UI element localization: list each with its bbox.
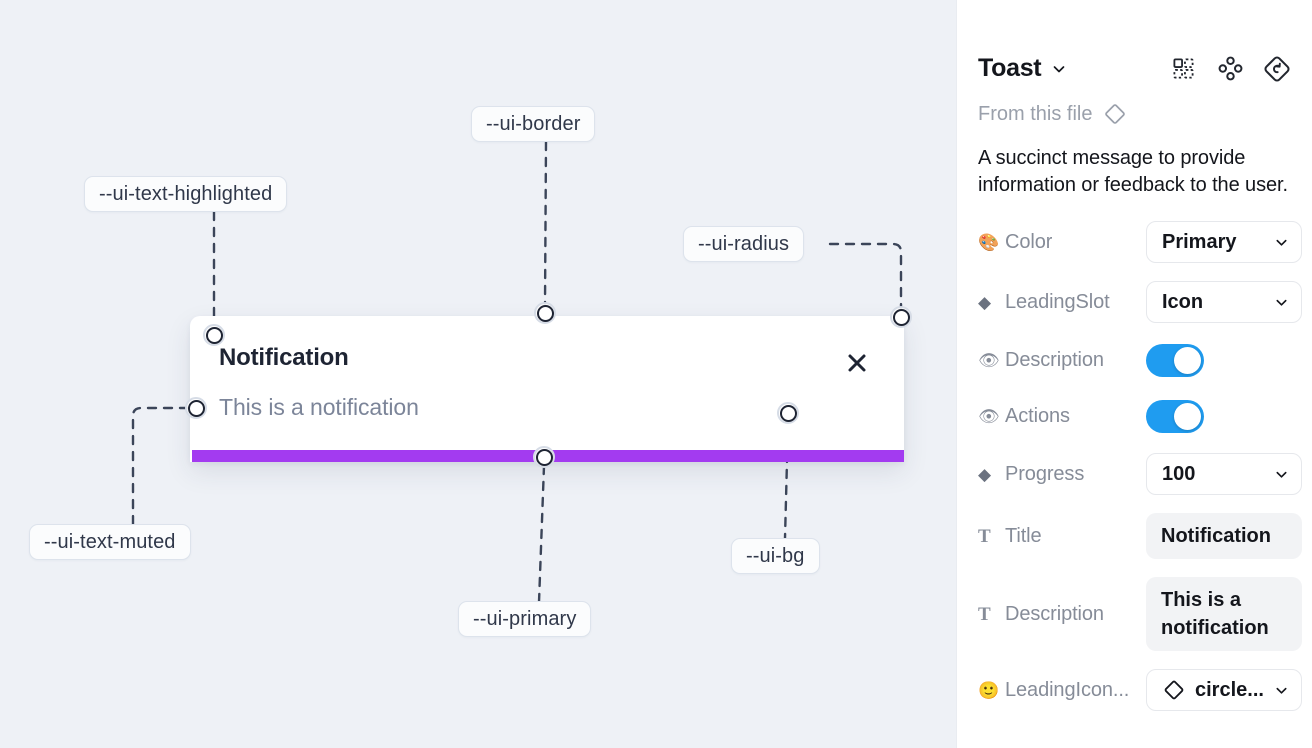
line-ui-radius xyxy=(828,242,903,311)
progress-select-value: 100 xyxy=(1162,462,1196,485)
prop-row-progress: ◆ Progress 100 xyxy=(978,453,1302,495)
leadingslot-select[interactable]: Icon xyxy=(1146,281,1302,323)
prop-control-actions-toggle xyxy=(1146,399,1302,433)
panel-header-icons xyxy=(1170,55,1290,82)
chevron-down-icon xyxy=(1274,235,1289,250)
toast-component-preview[interactable]: Notification This is a notification xyxy=(190,316,904,462)
eye-icon: 👁 xyxy=(978,350,1000,370)
toast-inner: Notification This is a notification xyxy=(190,316,904,462)
prop-row-description-text: T Description This is a notification xyxy=(978,577,1302,651)
toggle-knob xyxy=(1174,346,1201,374)
prop-label-description-text: T Description xyxy=(978,603,1146,626)
prop-label-text: Title xyxy=(1005,524,1042,547)
title-input[interactable]: Notification xyxy=(1146,513,1302,559)
color-select-value: Primary xyxy=(1162,230,1237,253)
prop-control-leadingslot: Icon xyxy=(1146,281,1302,323)
actions-toggle[interactable] xyxy=(1146,399,1204,433)
anchor-dot-ui-text-highlighted[interactable] xyxy=(203,324,225,346)
description-input[interactable]: This is a notification xyxy=(1146,577,1302,651)
prop-row-leadingicon: 🙂 LeadingIcon... circle... xyxy=(978,669,1302,711)
line-ui-text-muted xyxy=(131,406,190,526)
prop-label-text: Color xyxy=(1005,230,1053,253)
chevron-down-icon xyxy=(1274,683,1289,698)
prop-label-actions-visibility: 👁 Actions xyxy=(978,405,1146,428)
leadingslot-select-value: Icon xyxy=(1162,290,1204,313)
chevron-down-icon xyxy=(1274,467,1289,482)
chevron-down-icon[interactable] xyxy=(1051,61,1067,77)
diamond-outline-icon xyxy=(1103,102,1127,126)
toast-title: Notification xyxy=(219,344,349,371)
line-ui-border xyxy=(543,140,548,307)
token-pill-ui-primary[interactable]: --ui-primary xyxy=(458,601,592,637)
prop-label-text: Progress xyxy=(1005,462,1085,485)
close-x-icon[interactable] xyxy=(844,350,870,376)
leadingicon-select-value: circle... xyxy=(1195,678,1264,701)
prop-control-title: Notification xyxy=(1146,513,1302,559)
anchor-dot-ui-radius[interactable] xyxy=(890,306,912,328)
diamond-outline-icon xyxy=(1162,678,1186,702)
line-ui-primary xyxy=(537,464,546,604)
prop-row-color: 🎨 Color Primary xyxy=(978,221,1302,263)
progress-select[interactable]: 100 xyxy=(1146,453,1302,495)
prop-row-description-toggle: 👁 Description xyxy=(978,341,1293,379)
leadingicon-select[interactable]: circle... xyxy=(1146,669,1302,711)
from-this-file-label: From this file xyxy=(978,102,1093,125)
text-icon: T xyxy=(978,525,991,547)
prop-row-leadingslot: ◆ LeadingSlot Icon xyxy=(978,281,1302,323)
prop-label-color: 🎨 Color xyxy=(978,231,1146,254)
anchor-dot-ui-bg[interactable] xyxy=(777,402,799,424)
prop-label-leadingslot: ◆ LeadingSlot xyxy=(978,291,1146,314)
text-icon: T xyxy=(978,603,991,625)
prop-label-text: LeadingSlot xyxy=(1005,290,1110,313)
properties-panel: Toast xyxy=(956,0,1312,748)
diamond-icon: ◆ xyxy=(978,464,991,484)
token-pill-ui-border[interactable]: --ui-border xyxy=(471,106,596,142)
design-canvas[interactable]: Notification This is a notification --ui… xyxy=(0,0,956,748)
palette-icon: 🎨 xyxy=(978,232,1000,252)
component-description: A succinct message to provide informatio… xyxy=(978,147,1288,196)
token-pill-ui-radius[interactable]: --ui-radius xyxy=(683,226,805,262)
prop-label-title: T Title xyxy=(978,525,1146,548)
prop-label-description-visibility: 👁 Description xyxy=(978,349,1146,372)
prop-label-leadingicon: 🙂 LeadingIcon... xyxy=(978,679,1146,702)
prop-label-progress: ◆ Progress xyxy=(978,463,1146,486)
prop-row-actions-toggle: 👁 Actions xyxy=(978,397,1293,435)
anchor-dot-ui-primary[interactable] xyxy=(533,446,555,468)
properties-list: 🎨 Color Primary xyxy=(957,199,1312,711)
prop-row-title: T Title Notification xyxy=(978,513,1302,559)
chevron-down-icon xyxy=(1274,295,1289,310)
toast-description: This is a notification xyxy=(219,394,419,420)
smiley-icon: 🙂 xyxy=(978,680,1000,700)
prop-control-leadingicon: circle... xyxy=(1146,669,1302,711)
token-pill-ui-bg[interactable]: --ui-bg xyxy=(731,538,820,574)
prop-label-text: Actions xyxy=(1005,404,1070,427)
diamond-icon: ◆ xyxy=(978,292,991,312)
anchor-dot-ui-border[interactable] xyxy=(534,302,556,324)
description-toggle[interactable] xyxy=(1146,343,1204,377)
anchor-dot-ui-text-muted[interactable] xyxy=(185,397,207,419)
color-select[interactable]: Primary xyxy=(1146,221,1302,263)
component-grid-icon[interactable] xyxy=(1170,56,1196,82)
prop-control-description-text: This is a notification xyxy=(1146,577,1302,651)
reset-instance-icon[interactable] xyxy=(1264,55,1290,82)
prop-control-progress: 100 xyxy=(1146,453,1302,495)
toggle-knob xyxy=(1174,402,1201,430)
prop-label-text: Description xyxy=(1005,348,1104,371)
eye-icon: 👁 xyxy=(978,406,1000,426)
panel-header: Toast xyxy=(957,0,1312,83)
prop-label-text: LeadingIcon... xyxy=(1005,678,1130,701)
prop-control-description-toggle xyxy=(1146,343,1302,377)
from-this-file-row: From this file xyxy=(957,83,1312,126)
variants-diamond-dots-icon[interactable] xyxy=(1217,56,1243,82)
token-pill-ui-text-muted[interactable]: --ui-text-muted xyxy=(29,524,191,560)
panel-title: Toast xyxy=(978,54,1042,82)
prop-control-color: Primary xyxy=(1146,221,1302,263)
token-pill-ui-text-highlighted[interactable]: --ui-text-highlighted xyxy=(84,176,288,212)
prop-label-text: Description xyxy=(1005,602,1104,625)
